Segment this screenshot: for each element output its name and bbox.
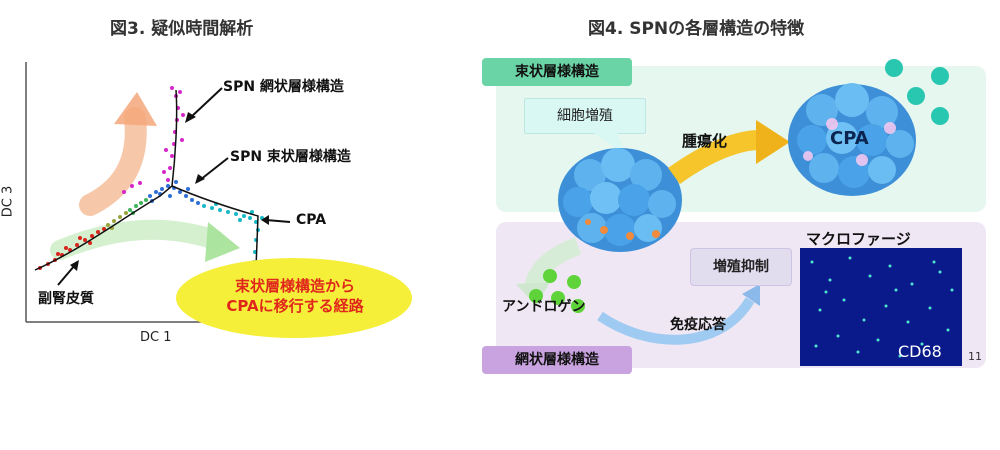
label-cd68: CD68	[898, 342, 942, 361]
figure-3-pseudotime: 図3. 疑似時間解析	[0, 0, 450, 450]
label-tumorigenesis: 腫瘍化	[682, 132, 728, 150]
callout-proliferation: 細胞増殖	[524, 98, 646, 134]
label-macrophage: マクロファージ	[806, 230, 911, 248]
label-reticular: SPN 網状層様構造	[223, 79, 344, 95]
figure-3-title: 図3. 疑似時間解析	[110, 19, 254, 39]
secreted-hormone-spheres	[885, 59, 949, 125]
label-androgen: アンドロゲン	[502, 299, 586, 315]
pointer-fasciculata	[199, 157, 229, 181]
page-number: 11	[968, 350, 982, 363]
cpa-cell-cluster	[788, 83, 916, 196]
trajectory-arrow-up	[79, 107, 147, 216]
y-axis-label: DC 3	[0, 185, 16, 218]
macrophage-image	[800, 248, 962, 366]
trajectory-cpa-branch	[171, 185, 259, 269]
immune-response-arrow	[597, 297, 755, 345]
path-note: 束状層様構造から CPAに移行する経路	[206, 276, 384, 316]
path-note-ellipse	[176, 258, 412, 338]
figure-4-graphics	[516, 59, 962, 366]
label-cpa: CPA	[296, 212, 327, 228]
androgen-balls	[529, 269, 585, 313]
scatter-blue	[148, 180, 200, 205]
tumorigenesis-arrow	[668, 130, 761, 185]
tag-fasciculata: 束状層様構造	[482, 58, 632, 86]
pointer-reticular	[189, 87, 223, 119]
figure-4-spn-layers: 図4. SPNの各層構造の特徴 束状層様構造 網状層様構造 細胞増殖	[460, 0, 1000, 450]
tag-reticularis: 網状層様構造	[482, 346, 632, 374]
trajectory-main	[34, 89, 178, 271]
label-immune-response: 免疫応答	[670, 317, 726, 333]
box-suppression: 増殖抑制	[690, 248, 792, 286]
pseudotime-plot	[25, 62, 412, 338]
x-axis-label: DC 1	[140, 330, 172, 345]
path-note-line-1: 束状層様構造から	[234, 277, 355, 295]
path-note-line-2: CPAに移行する経路	[226, 297, 364, 315]
label-cpa-cluster: CPA	[830, 128, 869, 149]
cd68-stain-dots	[810, 256, 954, 358]
label-fasciculata: SPN 束状層様構造	[230, 149, 351, 165]
pointer-adrenal	[57, 264, 76, 286]
figure-4-title: 図4. SPNの各層構造の特徴	[588, 19, 805, 39]
spn-cell-cluster	[558, 148, 682, 252]
trajectory-arrow-up-head	[114, 92, 157, 126]
pointer-cpa	[265, 219, 291, 223]
label-adrenal-cortex: 副腎皮質	[38, 291, 94, 307]
trajectory-arrow-right-head	[205, 222, 240, 262]
scatter-green	[128, 198, 148, 215]
trajectory-arrow-right	[50, 219, 225, 260]
